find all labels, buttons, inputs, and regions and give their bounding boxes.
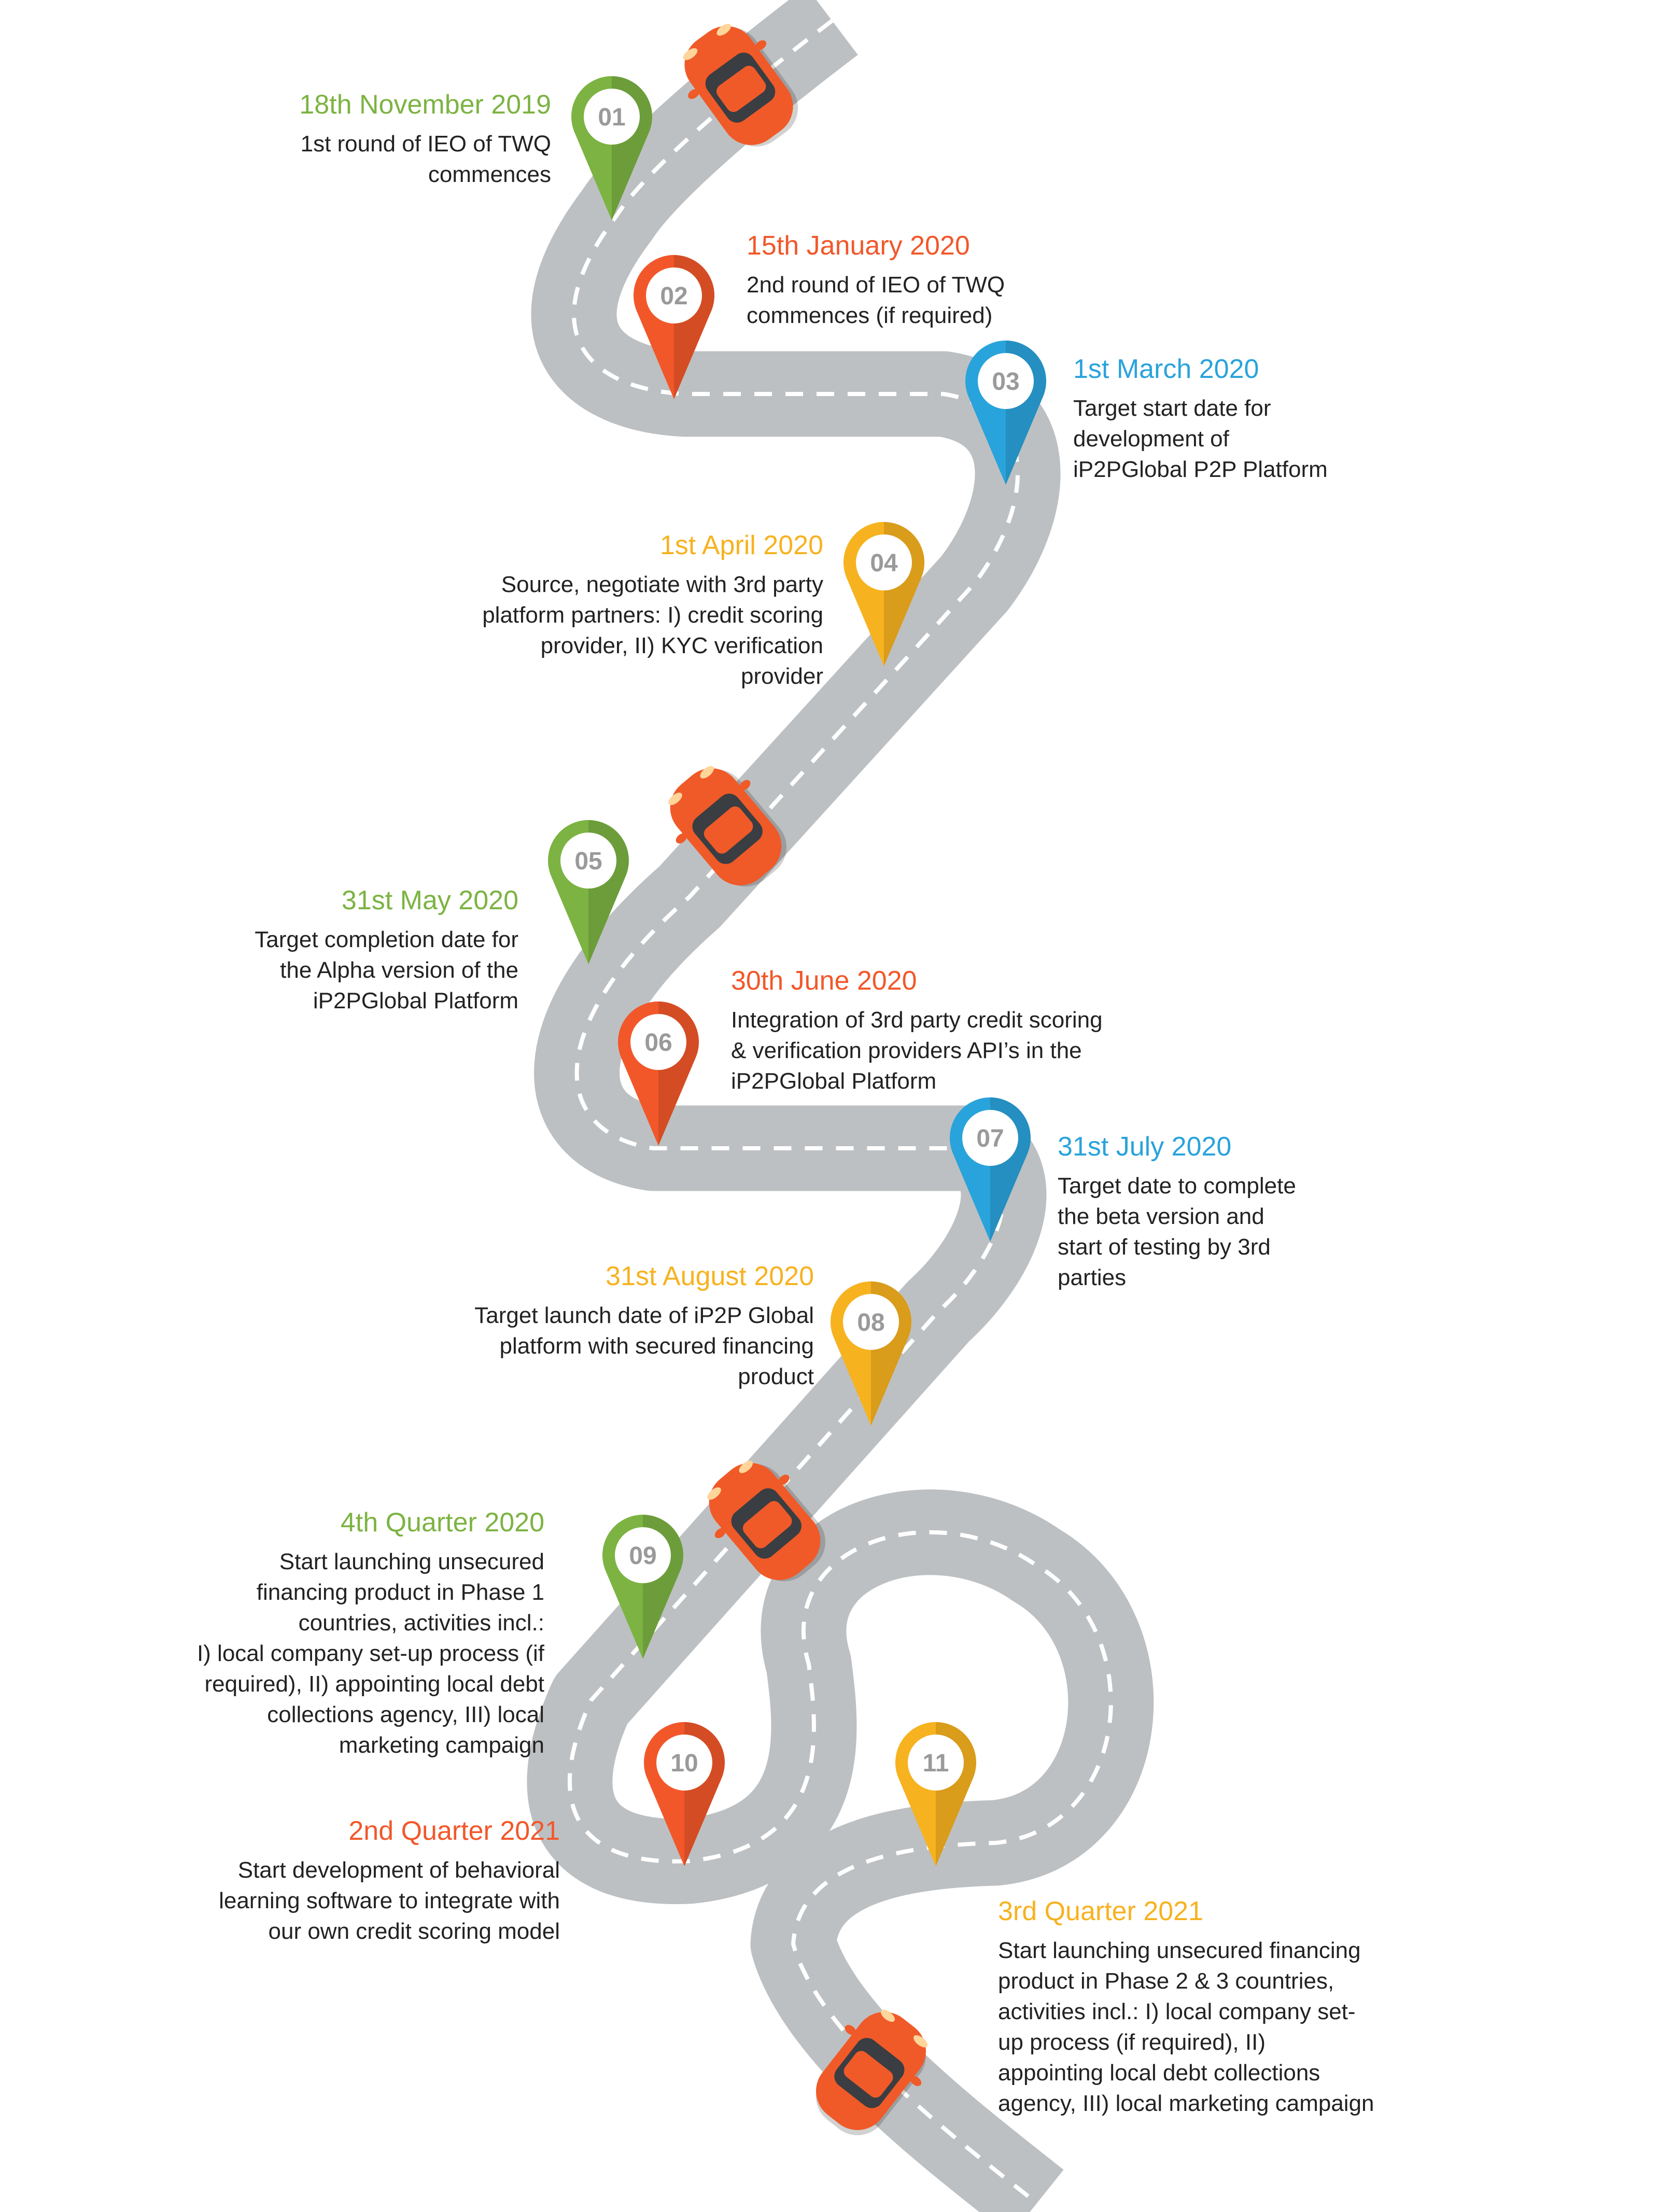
map-pin-icon: 10 [644, 1722, 725, 1866]
milestone-date: 30th June 2020 [731, 966, 917, 996]
milestone-number: 01 [598, 104, 625, 131]
map-pin-icon: 11 [895, 1722, 976, 1866]
milestone-date: 15th January 2020 [747, 231, 970, 261]
milestone-date: 4th Quarter 2020 [340, 1507, 544, 1538]
milestone-05-text: 31st May 2020 Target completion date for… [52, 884, 518, 1016]
milestone-number: 06 [644, 1029, 672, 1056]
milestone-number: 04 [870, 550, 898, 577]
milestone-number: 05 [574, 848, 602, 875]
milestone-number: 07 [976, 1125, 1004, 1152]
milestone-date: 1st April 2020 [659, 530, 823, 560]
milestone-02-text: 15th January 2020 2nd round of IEO of TW… [747, 229, 1213, 331]
milestone-description: Target start date for development of iP2… [1073, 396, 1328, 482]
milestone-description: Target launch date of iP2P Global platfo… [474, 1303, 814, 1389]
milestone-number: 11 [923, 1750, 949, 1777]
milestone-06-text: 30th June 2020 Integration of 3rd party … [731, 964, 1301, 1096]
milestone-description: Source, negotiate with 3rd party platfor… [482, 572, 823, 689]
map-pin-icon: 08 [831, 1281, 911, 1426]
map-pin-icon: 01 [571, 76, 652, 220]
milestone-07-text: 31st July 2020 Target date to complete t… [1058, 1130, 1472, 1293]
milestone-date: 18th November 2019 [299, 90, 551, 120]
milestone-10-text: 2nd Quarter 2021 Start development of be… [41, 1814, 560, 1947]
milestone-date: 31st May 2020 [341, 885, 518, 915]
milestone-number: 08 [857, 1309, 884, 1336]
map-pin-icon: 03 [965, 340, 1046, 485]
milestone-number: 02 [660, 283, 687, 310]
milestone-number: 03 [992, 368, 1019, 396]
milestone-09-text: 4th Quarter 2020 Start launching unsecur… [26, 1506, 544, 1760]
milestone-description: Target date to complete the beta version… [1058, 1173, 1296, 1290]
milestone-number: 10 [670, 1750, 698, 1777]
milestone-date: 1st March 2020 [1073, 354, 1259, 384]
milestone-date: 3rd Quarter 2021 [998, 1896, 1204, 1926]
milestone-date: 2nd Quarter 2021 [348, 1816, 560, 1846]
map-pin-icon: 02 [634, 255, 714, 399]
milestone-description: 2nd round of IEO of TWQ commences (if re… [747, 272, 1005, 328]
milestone-description: Start launching unsecured financing prod… [196, 1549, 544, 1758]
milestone-description: Start launching unsecured financing prod… [998, 1938, 1374, 2116]
car-icon [707, 1460, 826, 1582]
milestone-date: 31st July 2020 [1058, 1132, 1232, 1162]
car-icon [816, 2009, 928, 2135]
map-pin-icon: 04 [843, 522, 924, 666]
milestone-11-text: 3rd Quarter 2021 Start launching unsecur… [998, 1895, 1568, 2119]
map-pin-icon: 09 [602, 1514, 683, 1659]
milestone-03-text: 1st March 2020 Target start date for dev… [1073, 353, 1540, 485]
car-layer [668, 23, 928, 2135]
pin-layer: 01 02 03 04 05 06 07 08 09 10 11 [548, 76, 1046, 1866]
milestone-description: Integration of 3rd party credit scoring … [731, 1007, 1103, 1094]
milestone-description: Start development of behavioral learning… [219, 1857, 560, 1944]
milestone-04-text: 1st April 2020 Source, negotiate with 3r… [305, 529, 823, 692]
map-pin-icon: 07 [950, 1097, 1031, 1242]
car-icon [668, 766, 787, 887]
milestone-date: 31st August 2020 [606, 1261, 814, 1291]
milestone-08-text: 31st August 2020 Target launch date of i… [296, 1260, 814, 1392]
map-pin-icon: 05 [548, 820, 629, 964]
milestone-number: 09 [629, 1542, 656, 1570]
milestone-01-text: 18th November 2019 1st round of IEO of T… [136, 88, 551, 190]
car-icon [683, 23, 798, 147]
map-pin-icon: 06 [618, 1001, 699, 1146]
milestone-description: 1st round of IEO of TWQ commences [300, 131, 551, 187]
milestone-description: Target completion date for the Alpha ver… [255, 927, 518, 1013]
